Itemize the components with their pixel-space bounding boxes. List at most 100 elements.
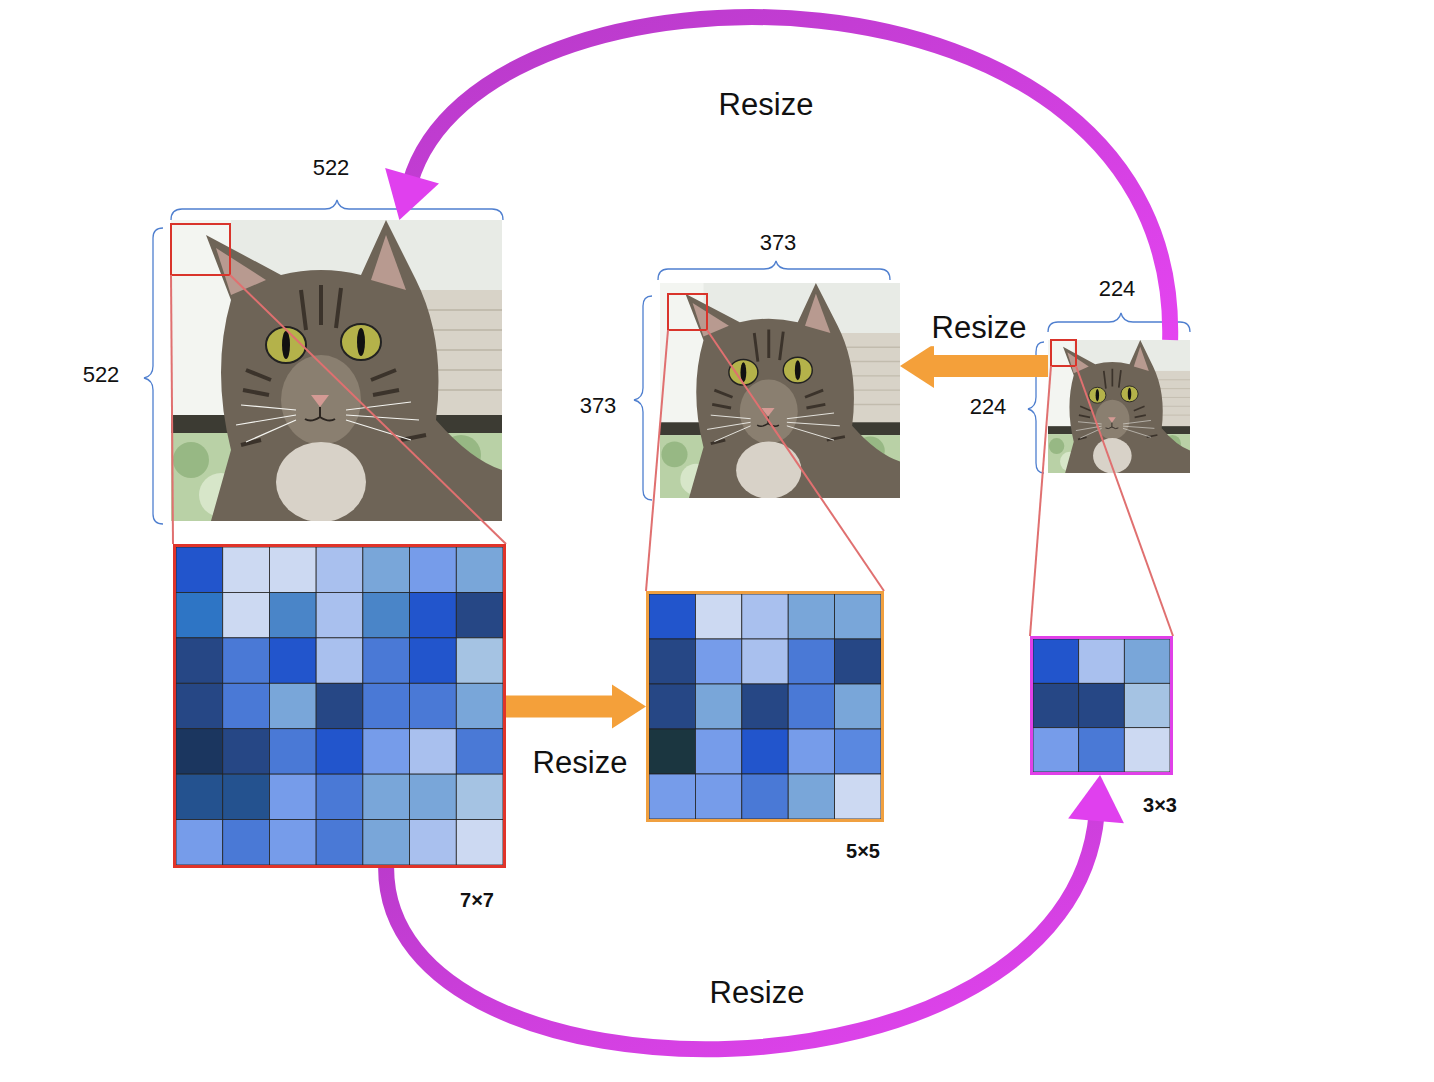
- grid-cells: [176, 547, 503, 865]
- grid-cell: [176, 729, 223, 774]
- grid-cell: [695, 729, 741, 774]
- image-panel: 373373: [660, 283, 900, 498]
- grid-cell: [269, 638, 316, 683]
- grid-cell: [1033, 639, 1079, 683]
- grid-cell: [410, 592, 457, 637]
- grid-cell: [742, 684, 788, 729]
- grid-cell: [410, 683, 457, 728]
- grid-cell: [695, 774, 741, 819]
- grid-cell: [456, 683, 503, 728]
- arrow-head: [900, 344, 934, 388]
- image-panel: 224224: [1048, 340, 1190, 473]
- grid-cell: [223, 547, 270, 592]
- grid-cell: [1124, 728, 1170, 772]
- grid-cell: [269, 774, 316, 819]
- grid-cell: [223, 729, 270, 774]
- grid-cell: [223, 774, 270, 819]
- arrow-head: [1068, 775, 1124, 823]
- resize-arrow: [900, 344, 1048, 388]
- grid-cell: [788, 684, 834, 729]
- dimension-brackets: [144, 200, 1190, 524]
- arrow-head: [385, 168, 439, 220]
- grid-cell: [176, 774, 223, 819]
- dimension-label: 522: [313, 155, 350, 180]
- dimension-label: 373: [580, 393, 617, 418]
- grid-cell: [742, 594, 788, 639]
- grid-cell: [410, 729, 457, 774]
- grid-cell: [363, 729, 410, 774]
- grid-cell: [1124, 639, 1170, 683]
- grid-cell: [742, 729, 788, 774]
- grid-cell: [363, 683, 410, 728]
- grid-cell: [456, 592, 503, 637]
- grid-cell: [363, 592, 410, 637]
- grid-cells: [1033, 639, 1170, 772]
- grid-cell: [695, 684, 741, 729]
- grid-cell: [363, 774, 410, 819]
- grid-box: 3×3: [1030, 636, 1173, 775]
- edge-label: Resize: [715, 87, 818, 123]
- grid-cell: [649, 639, 695, 684]
- grid-cell: [456, 547, 503, 592]
- grid-cell: [176, 592, 223, 637]
- grid-cell: [695, 639, 741, 684]
- grid-cell: [176, 820, 223, 865]
- dimension-label: 224: [970, 394, 1007, 419]
- grid-cell: [788, 594, 834, 639]
- grid-cell: [456, 774, 503, 819]
- grid-size-label: 3×3: [1143, 794, 1177, 817]
- grid-cell: [316, 547, 363, 592]
- grid-size-label: 7×7: [460, 889, 494, 912]
- cat-photo: [1048, 340, 1191, 473]
- grid-cell: [742, 639, 788, 684]
- grid-cell: [316, 683, 363, 728]
- grid-cell: [456, 729, 503, 774]
- grid-box: 7×7: [173, 544, 506, 868]
- grid-cell: [835, 774, 881, 819]
- dimension-label: 224: [1099, 276, 1136, 301]
- grid-cell: [223, 638, 270, 683]
- grid-cell: [223, 592, 270, 637]
- grid-cells: [649, 594, 881, 819]
- grid-cell: [788, 774, 834, 819]
- edge-label: Resize: [529, 745, 632, 781]
- cat-photo: [660, 283, 901, 499]
- grid-cell: [410, 638, 457, 683]
- grid-cell: [649, 684, 695, 729]
- dimension-label: 373: [760, 230, 797, 255]
- resize-arrow: [386, 775, 1124, 1049]
- grid-cell: [316, 729, 363, 774]
- grid-cell: [269, 547, 316, 592]
- grid-cell: [742, 774, 788, 819]
- crop-squares: [171, 224, 1076, 366]
- grid-cell: [363, 820, 410, 865]
- grid-cell: [1079, 683, 1125, 727]
- grid-cell: [835, 639, 881, 684]
- grid-cell: [176, 547, 223, 592]
- grid-cell: [1033, 728, 1079, 772]
- edge-label: Resize: [706, 975, 809, 1011]
- grid-cell: [649, 729, 695, 774]
- grid-cell: [223, 820, 270, 865]
- arrow-shaft: [931, 355, 1048, 377]
- grid-cell: [1079, 639, 1125, 683]
- resize-arrow: [506, 685, 646, 729]
- dimension-label: 522: [83, 362, 120, 387]
- arrow-shaft: [506, 696, 615, 718]
- arrow-head: [612, 685, 646, 729]
- grid-cell: [316, 592, 363, 637]
- edge-label: Resize: [928, 310, 1031, 346]
- resize-arrow: [385, 17, 1170, 340]
- grid-cell: [835, 684, 881, 729]
- grid-cell: [649, 774, 695, 819]
- grid-cell: [316, 638, 363, 683]
- grid-cell: [788, 729, 834, 774]
- cat-photo: [171, 220, 504, 522]
- grid-cell: [1124, 683, 1170, 727]
- grid-cell: [456, 820, 503, 865]
- grid-cell: [269, 592, 316, 637]
- arrow-shaft: [410, 17, 1170, 340]
